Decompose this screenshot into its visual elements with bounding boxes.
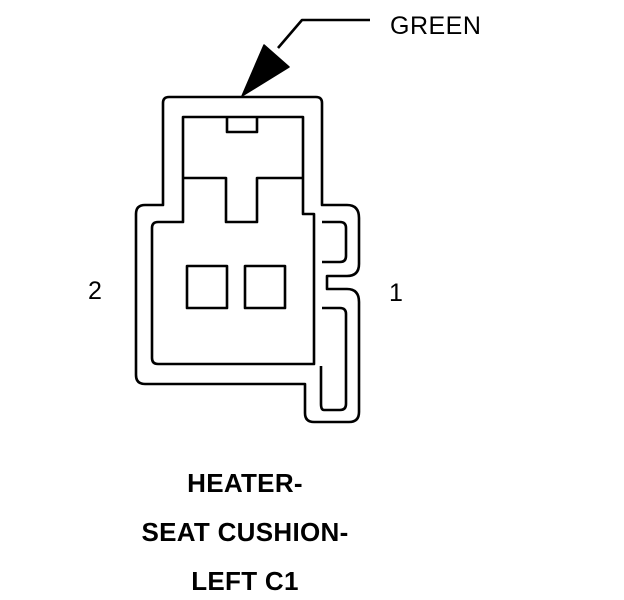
terminal-cavity-2 [185,264,229,310]
callout-leader-line [277,18,370,49]
callout-color-label: GREEN [390,12,482,40]
latch-slot [225,117,259,134]
caption-line-3: LEFT C1 [191,566,299,596]
housing-inner-rim [150,115,316,366]
terminal-cavity-1 [243,264,287,310]
callout-arrowhead [241,44,290,97]
connector-housing-outline [134,95,361,424]
pin-number-2: 2 [88,277,102,305]
caption-line-2: SEAT CUSHION- [141,517,349,547]
locking-ear-upper [322,220,348,264]
locking-ear-lower [319,306,348,412]
pin-number-1: 1 [389,279,403,307]
caption-line-1: HEATER- [187,468,303,498]
lock-tab [183,176,303,224]
